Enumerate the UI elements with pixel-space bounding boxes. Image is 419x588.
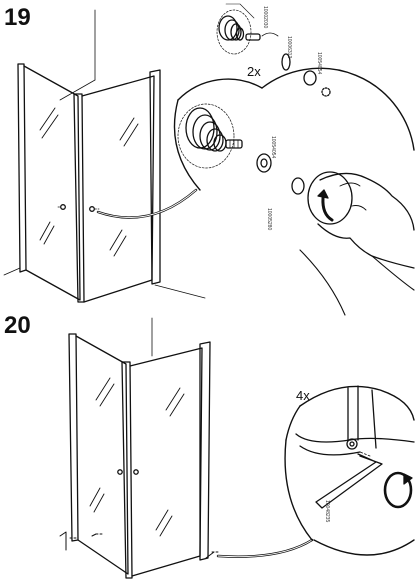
step-19-illustration — [3, 3, 415, 316]
rotate-arrow-icon-step20 — [383, 471, 413, 509]
part-number-label: 10048235 — [324, 500, 330, 523]
rotate-arrow-icon — [321, 196, 334, 222]
quantity-label-step20: 4x — [296, 388, 310, 403]
detail-arrow — [96, 188, 198, 219]
part-number-label: 10006313 — [286, 36, 292, 59]
step-20-illustration — [59, 317, 415, 579]
step-number-20: 20 — [4, 312, 31, 339]
magnified-detail-circle-step20 — [284, 385, 415, 556]
shower-panel-left-step20 — [68, 333, 133, 579]
detail-arrow-step20 — [216, 538, 314, 558]
part-number-label: 10054054 — [270, 136, 276, 159]
shower-panel-right — [81, 69, 161, 303]
allen-key-icon — [315, 453, 383, 509]
shower-panel-left — [17, 63, 85, 303]
part-number-label: 10054054 — [316, 52, 322, 75]
shower-panel-right-step20 — [129, 341, 211, 577]
hand-illustration — [291, 171, 415, 316]
magnified-detail-circle — [173, 67, 415, 191]
knob-detail-top — [216, 3, 331, 97]
step-number-19: 19 — [4, 4, 31, 31]
part-number-label: 10002030 — [262, 6, 268, 29]
quantity-label-step19: 2x — [247, 64, 261, 79]
part-number-label: 10005280 — [266, 208, 272, 231]
